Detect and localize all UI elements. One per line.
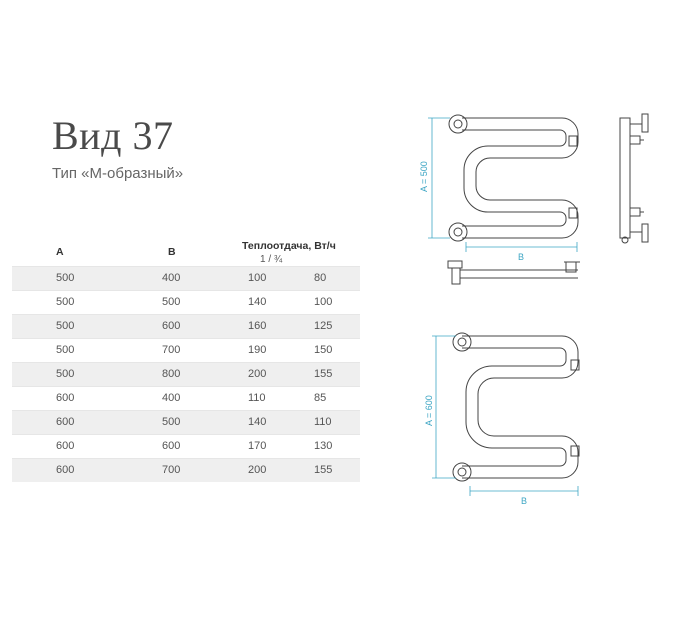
cell-b: 700 xyxy=(162,464,181,476)
top-side-view xyxy=(619,113,649,244)
top-flange-upper-inner xyxy=(453,119,463,129)
cell-heat-3-4: 110 xyxy=(314,416,332,428)
cell-heat-3-4: 155 xyxy=(314,368,333,380)
bottom-flange-lower-inner xyxy=(457,467,467,477)
bottom-clamp-1 xyxy=(570,359,580,371)
cell-heat-1: 170 xyxy=(248,440,267,452)
top-pipe-inner xyxy=(462,129,567,227)
column-heat-header: Теплоотдача, Вт/ч xyxy=(242,240,336,252)
cell-b: 500 xyxy=(162,416,181,428)
page-title: Вид 37 xyxy=(52,113,174,158)
cell-heat-1: 200 xyxy=(248,464,267,476)
table-row: 500 700 190 150 xyxy=(12,338,360,362)
cell-b: 500 xyxy=(162,296,181,308)
top-dimension-b xyxy=(465,242,578,252)
table-row: 600 500 140 110 xyxy=(12,410,360,434)
cell-heat-1: 100 xyxy=(248,272,267,284)
bottom-flange-lower xyxy=(452,462,472,482)
spec-table: A B Теплоотдача, Вт/ч 1 / ¾ 500 400 100 … xyxy=(12,238,360,482)
top-pipe-outer xyxy=(462,117,579,239)
bottom-dimension-a xyxy=(432,335,456,479)
table-row: 500 400 100 80 xyxy=(12,266,360,290)
table-row: 500 600 160 125 xyxy=(12,314,360,338)
bottom-flange-upper xyxy=(452,332,472,352)
column-heat-subheader: 1 / ¾ xyxy=(260,254,283,265)
cell-heat-3-4: 150 xyxy=(314,344,333,356)
cell-heat-3-4: 155 xyxy=(314,464,333,476)
bottom-dimension-b-label: B xyxy=(521,496,527,506)
cell-heat-1: 190 xyxy=(248,344,267,356)
table-row: 500 800 200 155 xyxy=(12,362,360,386)
cell-a: 500 xyxy=(56,320,75,332)
cell-a: 600 xyxy=(56,416,75,428)
cell-heat-3-4: 100 xyxy=(314,296,333,308)
bottom-pipe-inner xyxy=(462,347,567,467)
table-row: 600 400 110 85 xyxy=(12,386,360,410)
cell-heat-3-4: 85 xyxy=(314,392,327,404)
table-row: 600 700 200 155 xyxy=(12,458,360,482)
top-plan-view xyxy=(447,260,580,285)
cell-b: 600 xyxy=(162,440,181,452)
page-subtitle: Тип «М-образный» xyxy=(52,165,184,182)
table-row: 500 500 140 100 xyxy=(12,290,360,314)
column-a-header: A xyxy=(56,246,64,258)
cell-b: 800 xyxy=(162,368,181,380)
bottom-pipe-outer xyxy=(462,335,579,479)
cell-heat-1: 140 xyxy=(248,416,267,428)
cell-a: 600 xyxy=(56,440,75,452)
table-header: A B Теплоотдача, Вт/ч 1 / ¾ xyxy=(12,238,360,266)
cell-heat-1: 200 xyxy=(248,368,267,380)
cell-heat-3-4: 130 xyxy=(314,440,333,452)
cell-b: 400 xyxy=(162,272,181,284)
cell-heat-1: 160 xyxy=(248,320,267,332)
top-dimension-a-label: A = 500 xyxy=(419,161,429,192)
column-b-header: B xyxy=(168,246,176,258)
top-dimension-a xyxy=(428,117,450,239)
cell-a: 500 xyxy=(56,344,75,356)
table-body: 500 400 100 80 500 500 140 100 500 600 1… xyxy=(12,266,360,482)
cell-a: 600 xyxy=(56,392,75,404)
bottom-dimension-a-label: A = 600 xyxy=(424,395,434,426)
top-clamp-1 xyxy=(568,135,578,147)
top-flange-lower xyxy=(448,222,468,242)
bottom-front-view xyxy=(452,332,580,482)
top-dimension-b-label: B xyxy=(518,252,524,262)
cell-heat-1: 110 xyxy=(248,392,266,404)
top-flange-upper xyxy=(448,114,468,134)
cell-a: 600 xyxy=(56,464,75,476)
top-front-view xyxy=(448,114,579,242)
table-row: 600 600 170 130 xyxy=(12,434,360,458)
cell-b: 400 xyxy=(162,392,181,404)
top-flange-lower-inner xyxy=(453,227,463,237)
bottom-flange-upper-inner xyxy=(457,337,467,347)
cell-b: 600 xyxy=(162,320,181,332)
cell-a: 500 xyxy=(56,368,75,380)
cell-b: 700 xyxy=(162,344,181,356)
top-clamp-2 xyxy=(568,207,578,219)
cell-heat-1: 140 xyxy=(248,296,267,308)
cell-a: 500 xyxy=(56,296,75,308)
cell-a: 500 xyxy=(56,272,75,284)
cell-heat-3-4: 125 xyxy=(314,320,333,332)
bottom-clamp-2 xyxy=(570,445,580,457)
cell-heat-3-4: 80 xyxy=(314,272,327,284)
bottom-dimension-b xyxy=(469,486,579,496)
